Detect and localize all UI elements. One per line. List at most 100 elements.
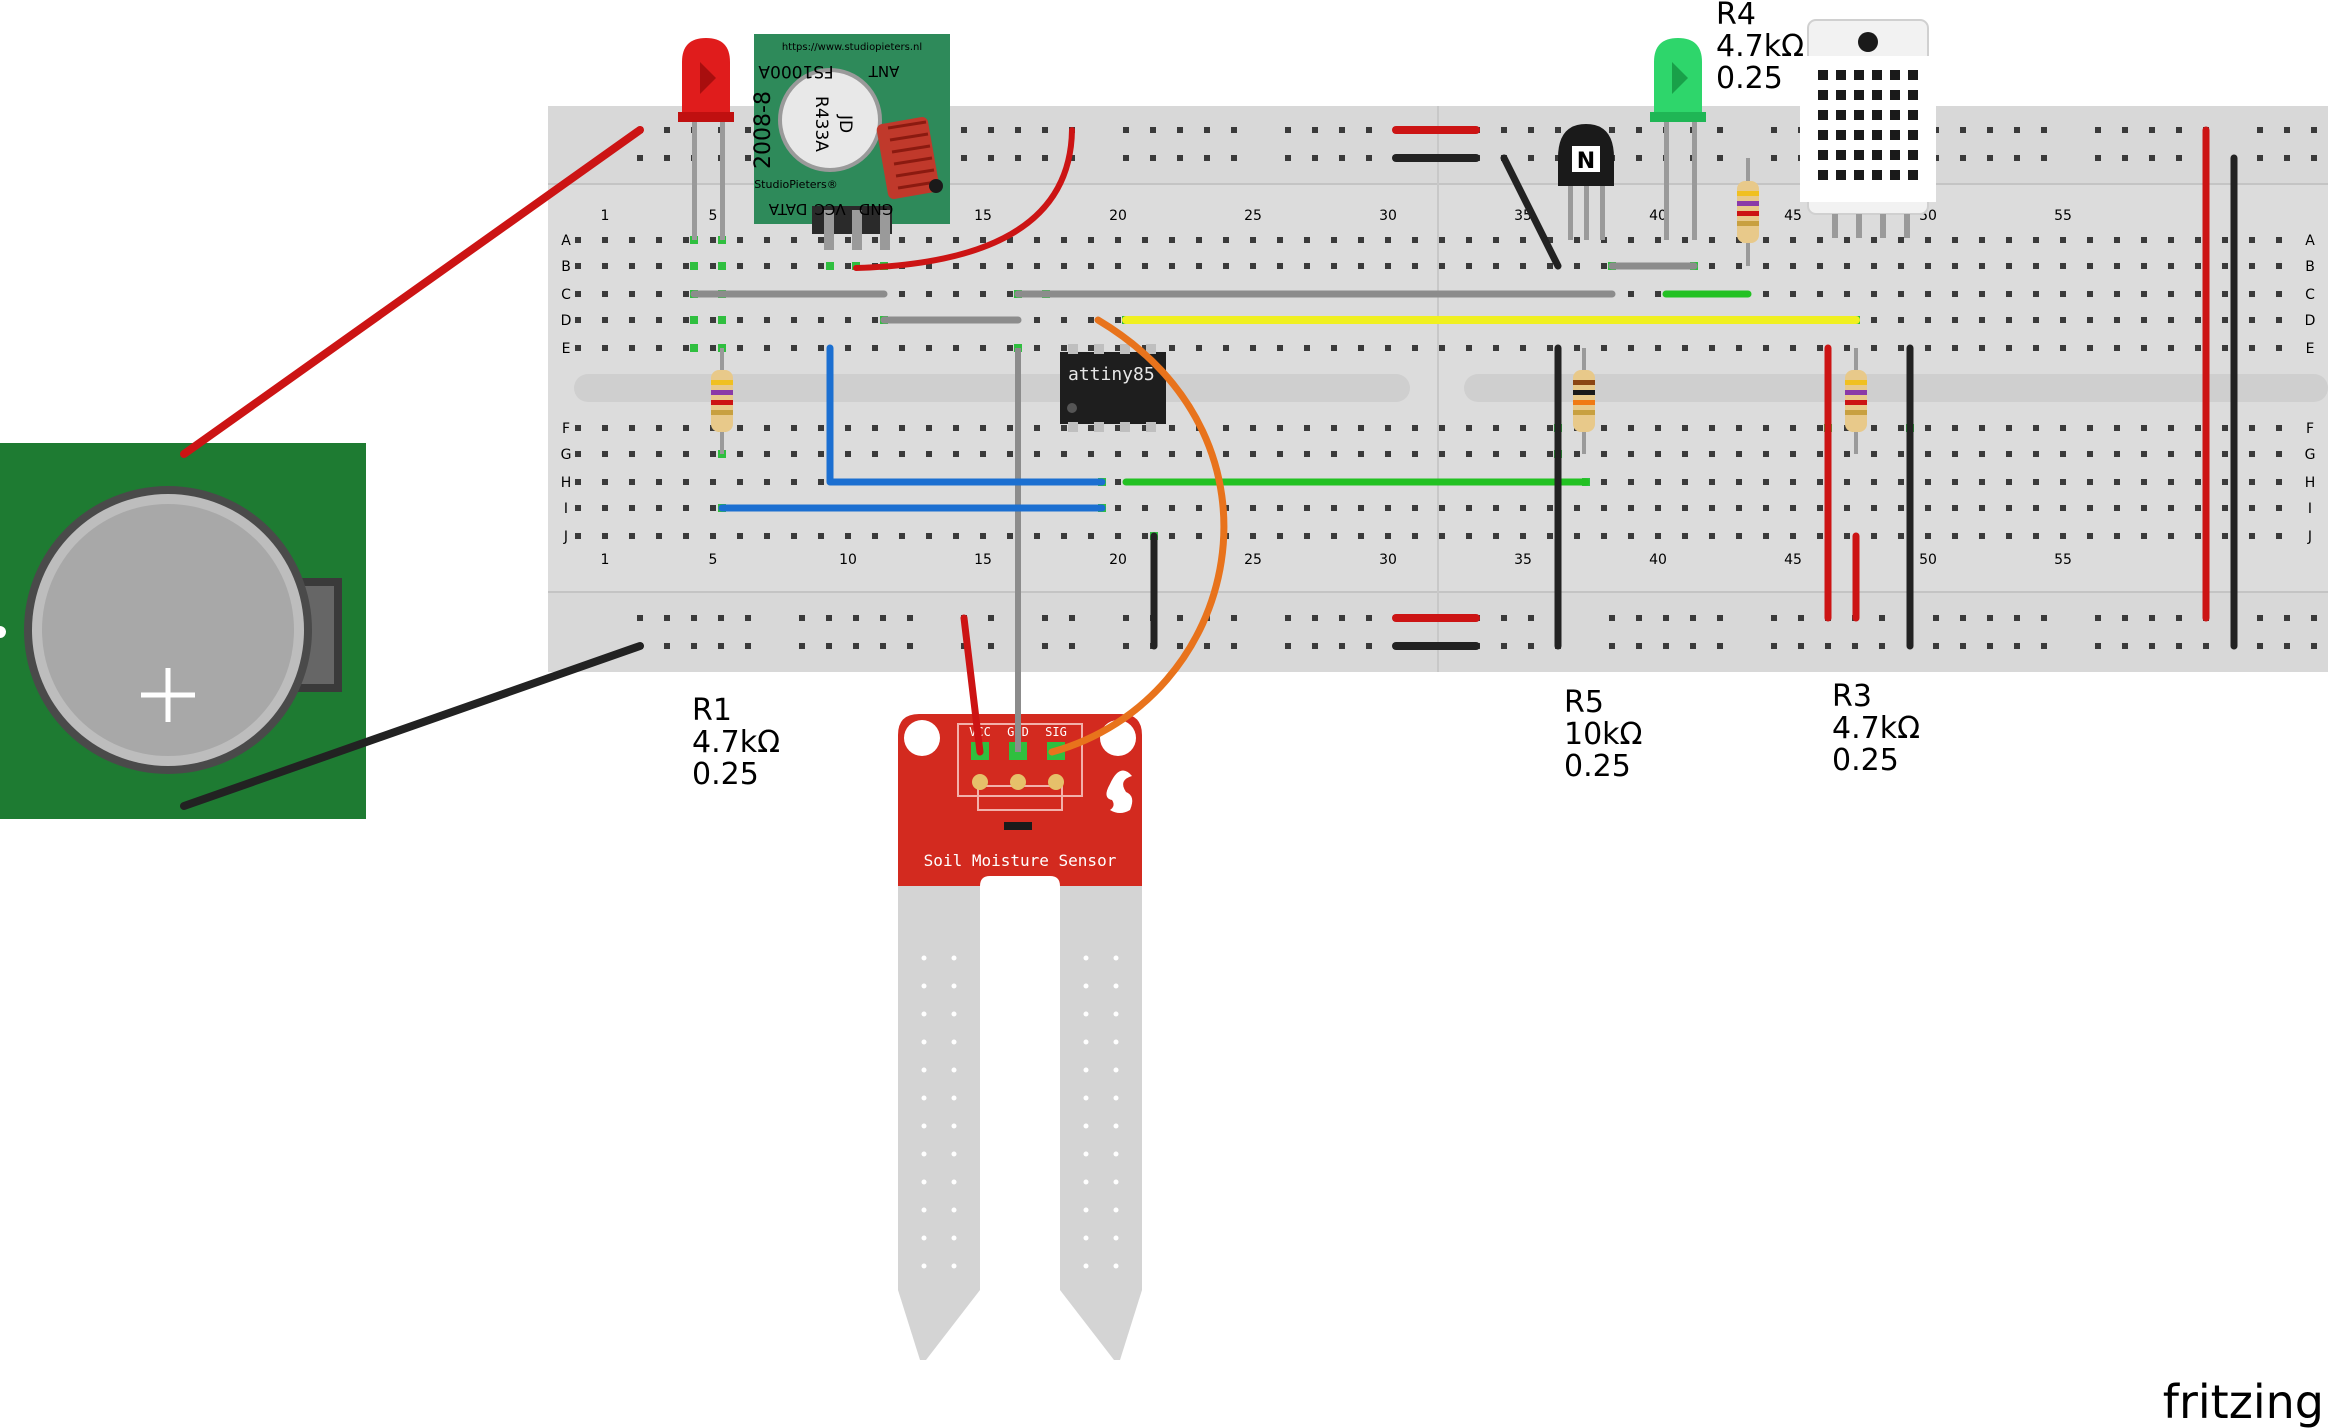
breadboard-hole [1304, 451, 1310, 457]
npn-transistor: N [1558, 124, 1614, 240]
label-r5: R5 10kΩ 0.25 [1564, 685, 1642, 784]
breadboard-hole [629, 291, 635, 297]
rail-hole [1123, 127, 1129, 133]
breadboard-hole [1277, 451, 1283, 457]
breadboard-hole [1007, 451, 1013, 457]
rail-hole [1960, 127, 1966, 133]
rail-hole [2257, 615, 2263, 621]
breadboard-hole [1628, 291, 1634, 297]
breadboard-hole [710, 317, 716, 323]
breadboard-hole [656, 317, 662, 323]
breadboard-hole [1547, 533, 1553, 539]
breadboard-hole [2087, 533, 2093, 539]
breadboard-hole [1709, 263, 1715, 269]
breadboard-hole [1925, 291, 1931, 297]
breadboard-hole [2114, 425, 2120, 431]
breadboard-hole [2141, 263, 2147, 269]
breadboard-hole [2033, 291, 2039, 297]
breadboard-hole [1655, 451, 1661, 457]
rail-hole [664, 127, 670, 133]
breadboard-hole [656, 291, 662, 297]
probe-dot [921, 1151, 927, 1157]
breadboard-hole [1493, 505, 1499, 511]
vent-hole [1818, 130, 1828, 140]
breadboard-hole [1952, 291, 1958, 297]
vent-hole [1854, 70, 1864, 80]
breadboard-hole [629, 451, 635, 457]
rail-hole [1123, 155, 1129, 161]
breadboard-hole [2195, 451, 2201, 457]
breadboard-hole [899, 425, 905, 431]
probe-dot [921, 1235, 927, 1241]
row-letter: A [561, 233, 571, 249]
probe-dot [1083, 1263, 1089, 1269]
attiny85-chip: attiny85 [1060, 344, 1166, 432]
rail-hole [1042, 127, 1048, 133]
breadboard-hole [683, 451, 689, 457]
breadboard-hole [764, 533, 770, 539]
breadboard-hole [1331, 425, 1337, 431]
rail-hole [2176, 615, 2182, 621]
breadboard-hole [1142, 263, 1148, 269]
breadboard-hole [1790, 425, 1796, 431]
breadboard-hole [764, 479, 770, 485]
breadboard-hole [2222, 317, 2228, 323]
breadboard-hole [2033, 345, 2039, 351]
breadboard-hole [1898, 237, 1904, 243]
breadboard-hole [2087, 479, 2093, 485]
breadboard-hole [1952, 451, 1958, 457]
probe-dot [1113, 1263, 1119, 1269]
probe-dot [1083, 1123, 1089, 1129]
r3-power: 0.25 [1832, 743, 1899, 778]
breadboard-hole [845, 533, 851, 539]
rail-hole [880, 643, 886, 649]
breadboard-hole [1898, 479, 1904, 485]
breadboard-hole [764, 451, 770, 457]
breadboard-hole [1763, 425, 1769, 431]
breadboard-hole [2168, 317, 2174, 323]
breadboard-hole [1871, 451, 1877, 457]
breadboard-hole [791, 451, 797, 457]
breadboard-hole [1682, 533, 1688, 539]
probe-dot [1083, 1095, 1089, 1101]
breadboard-hole [1061, 533, 1067, 539]
rail-hole [1339, 155, 1345, 161]
rail-hole [718, 615, 724, 621]
breadboard-hole [1979, 425, 1985, 431]
breadboard-hole [1169, 345, 1175, 351]
breadboard-hole [2141, 317, 2147, 323]
rail-hole [1204, 643, 1210, 649]
breadboard-hole [2195, 345, 2201, 351]
breadboard-hole [1925, 533, 1931, 539]
breadboard-hole [2249, 345, 2255, 351]
rail-hole [1636, 643, 1642, 649]
breadboard-hole [1304, 425, 1310, 431]
rail-hole [1636, 127, 1642, 133]
breadboard-hole [2222, 533, 2228, 539]
probe-dot [1113, 1235, 1119, 1241]
breadboard-hole [1925, 345, 1931, 351]
row-letter: I [2308, 501, 2312, 517]
breadboard-hole [1439, 505, 1445, 511]
rail-hole [2149, 127, 2155, 133]
breadboard-hole [1169, 505, 1175, 511]
breadboard-hole [1304, 263, 1310, 269]
breadboard-hole [1547, 345, 1553, 351]
breadboard-hole [1412, 237, 1418, 243]
breadboard-hole [1493, 345, 1499, 351]
probe-dot [921, 983, 927, 989]
breadboard-hole [1304, 345, 1310, 351]
breadboard-hole [1412, 425, 1418, 431]
probe-dot [951, 1179, 957, 1185]
probe-dot [1083, 955, 1089, 961]
rail-hole [1609, 643, 1615, 649]
rail-hole [1339, 615, 1345, 621]
breadboard-hole [2141, 533, 2147, 539]
breadboard-hole [1574, 451, 1580, 457]
breadboard-hole [2006, 237, 2012, 243]
vent-hole [1908, 150, 1918, 160]
breadboard-hole [1979, 317, 1985, 323]
connected-hole [826, 262, 834, 270]
